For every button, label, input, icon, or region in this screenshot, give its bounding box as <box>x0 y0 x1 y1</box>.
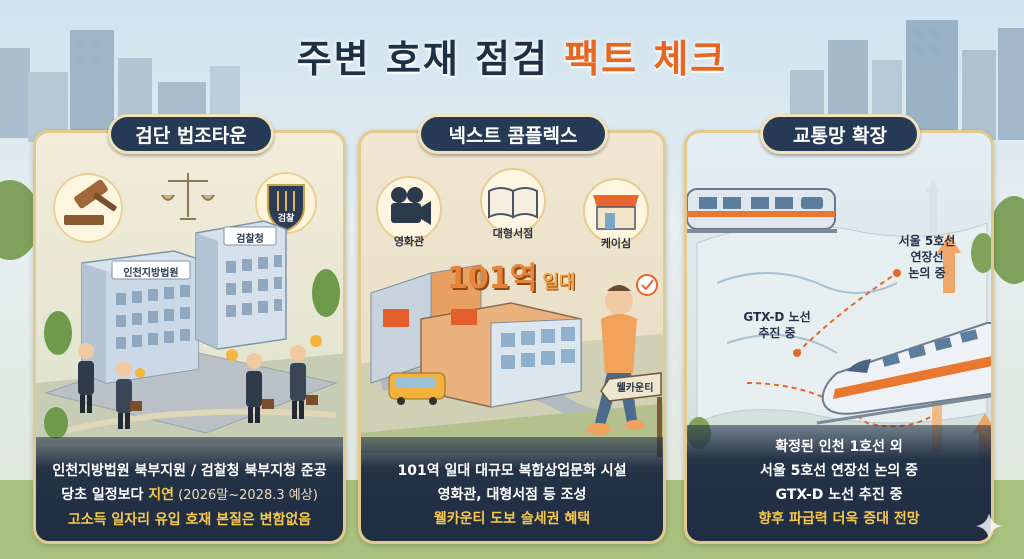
line5-label-text: 연장선 <box>910 250 944 264</box>
caption-line: 향후 파급력 더욱 증대 전망 <box>758 511 920 527</box>
caption-highlight: 지연 <box>148 487 175 503</box>
business-people <box>78 335 322 429</box>
caption-line: GTX-D 노선 추진 중 <box>775 487 903 503</box>
panel-transit-expansion: 서울 5호선 연장선 논의 중 GTX-D 노선 추진 중 확정된 인천 1호선… <box>684 130 994 544</box>
panel-1-caption: 인천지방법원 북부지원 / 검찰청 북부지청 준공 당초 일정보다 지연 (20… <box>36 437 343 541</box>
bus-icon <box>388 372 446 405</box>
signpost-label: 웰카운티 <box>616 383 654 394</box>
film-camera-icon <box>376 176 442 242</box>
gtx-label-text: 추진 중 <box>758 326 796 340</box>
gtx-label: GTX-D 노선 추진 중 <box>729 309 825 341</box>
line5-label: 서울 5호선 연장선 논의 중 <box>883 233 971 281</box>
legal-town-illustration <box>36 172 343 443</box>
next-complex-illustration <box>361 168 663 457</box>
court-building <box>81 250 199 384</box>
bookstore-label: 대형서점 <box>492 227 534 240</box>
prosecution-building <box>195 220 287 350</box>
station-suffix: 일대 <box>542 272 576 293</box>
title-main: 주변 호재 점검 <box>296 37 549 81</box>
line5-label-text: 논의 중 <box>908 266 946 280</box>
panel-3-caption: 확정된 인천 1호선 외 서울 5호선 연장선 논의 중 GTX-D 노선 추진… <box>687 425 991 541</box>
caption-line: 고소득 일자리 유입 호재 본질은 변함없음 <box>67 512 312 528</box>
heading-next-complex: 넥스트 콤플렉스 <box>418 114 608 154</box>
panel-next-complex: 영화관 대형서점 케이심 101역 일대 웰카운티 101역 일대 대규모 복합… <box>358 130 666 544</box>
prosecution-badge-label: 검찰 <box>277 214 295 224</box>
station-label: 101역 일대 <box>447 253 575 297</box>
station-number: 101역 <box>447 261 538 296</box>
caption-line: 당초 일정보다 지연 (2026말~2028.3 예상) <box>36 483 343 508</box>
caption-line: 확정된 인천 1호선 외 <box>775 439 903 455</box>
sparkle-icon <box>976 513 1002 539</box>
book-icon <box>480 168 546 234</box>
caption-line: 웰카운티 도보 슬세권 혜택 <box>433 511 591 527</box>
store-icon <box>583 178 649 244</box>
high-speed-train <box>816 322 991 425</box>
check-icon <box>636 274 658 296</box>
scales-icon <box>161 173 215 220</box>
heading-transit: 교통망 확장 <box>760 114 920 154</box>
caption-text: 당초 일정보다 <box>61 487 149 503</box>
signpost <box>600 372 662 457</box>
caption-line: 인천지방법원 북부지원 / 검찰청 북부지청 준공 <box>52 463 327 479</box>
cinema-label: 영화관 <box>393 235 425 248</box>
store-label: 케이심 <box>600 237 632 250</box>
gavel-icon <box>53 173 123 243</box>
heading-legal-town: 검단 법조타운 <box>108 114 274 154</box>
page-title: 주변 호재 점검 팩트 체크 <box>0 28 1024 83</box>
prosecution-badge-icon <box>255 172 317 234</box>
shopping-mall-building <box>370 264 582 408</box>
court-sign: 인천지방법원 <box>123 268 179 279</box>
gtx-label-text: GTX-D 노선 <box>743 310 811 324</box>
subway-train <box>687 188 837 233</box>
caption-line: 101역 일대 대규모 복합상업문화 시설 <box>397 463 627 479</box>
caption-line: 영화관, 대형서점 등 조성 <box>437 487 587 503</box>
panel-legal-town: 인천지방법원 검찰청 검찰 인천지방법원 북부지원 / 검찰청 북부지청 준공 … <box>33 130 346 544</box>
panel-2-caption: 101역 일대 대규모 복합상업문화 시설 영화관, 대형서점 등 조성 웰카운… <box>361 437 663 541</box>
caption-note: (2026말~2028.3 예상) <box>174 488 318 503</box>
line5-route <box>796 272 898 354</box>
prosecution-sign: 검찰청 <box>236 234 264 245</box>
title-accent: 팩트 체크 <box>564 37 728 81</box>
line5-label-text: 서울 5호선 <box>898 234 956 248</box>
caption-line: 서울 5호선 연장선 논의 중 <box>759 463 919 479</box>
